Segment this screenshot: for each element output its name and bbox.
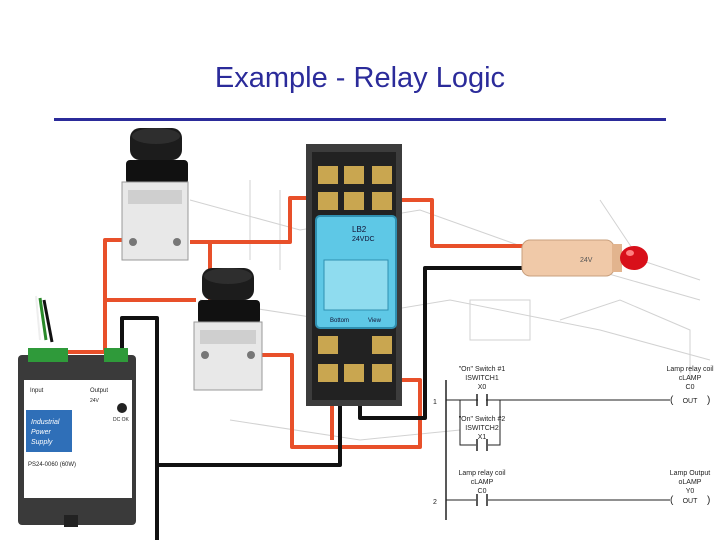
- lamp-bezel: [612, 244, 622, 272]
- push-button-collar: [198, 300, 260, 324]
- ladder-coil-symbol: OUT: [683, 398, 699, 405]
- push-button-cap-top: [204, 268, 252, 284]
- power-supply-dc-ok: DC OK: [113, 417, 130, 423]
- terminal-screw: [247, 351, 255, 359]
- ladder-element-tag: cLAMP: [471, 479, 494, 486]
- power-supply-output-voltage: 24V: [90, 398, 100, 404]
- power-supply-brand-line: Supply: [31, 439, 53, 446]
- ladder-element-tag: ISWITCH2: [465, 425, 499, 432]
- title-underline: [54, 118, 666, 121]
- lamp-lens-highlight: [626, 250, 634, 256]
- background-sketch: [189, 180, 711, 441]
- relay-terminal: [372, 192, 392, 210]
- relay-cover-window: [323, 259, 389, 311]
- power-supply-brand-line: Industrial: [31, 419, 60, 426]
- black-wire: [120, 316, 342, 467]
- ladder-diagram: 1 2 "On" Switch #1 ISWITCH1 X0 "On" Swit…: [433, 366, 714, 520]
- push-button-2: [193, 268, 263, 391]
- relay-terminal: [372, 336, 392, 354]
- push-button-label: [200, 330, 256, 344]
- relay-model: LB2: [352, 225, 367, 234]
- ladder-element-address: X0: [478, 384, 487, 391]
- relay: LB2 24VDC Bottom View: [306, 144, 402, 406]
- ladder-coil-close: ): [707, 395, 710, 406]
- ladder-coil-open: (: [670, 495, 674, 506]
- relay-terminal: [318, 364, 338, 382]
- ladder-element-tag: oLAMP: [679, 479, 702, 486]
- ladder-coil-symbol: OUT: [683, 498, 699, 505]
- ladder-element-tag: cLAMP: [679, 375, 702, 382]
- relay-terminal: [344, 166, 364, 184]
- power-supply-cable: [35, 295, 41, 341]
- power-supply-cable: [38, 297, 48, 341]
- red-wire: [210, 196, 318, 244]
- ladder-element-address: C0: [478, 488, 487, 495]
- push-button-collar: [126, 160, 188, 184]
- terminal-screw: [173, 238, 181, 246]
- ladder-coil-close: ): [707, 495, 710, 506]
- relay-side-bottom: Bottom: [330, 318, 349, 324]
- red-wire: [398, 198, 525, 248]
- ladder-element-address: X1: [478, 434, 487, 441]
- ladder-contact: "On" Switch #2 ISWITCH2 X1: [459, 416, 506, 451]
- ladder-rung-number: 2: [433, 499, 437, 506]
- ladder-element-name: Lamp relay coil: [458, 470, 506, 477]
- power-supply-brand-line: Power: [31, 429, 52, 436]
- ladder-element-name: "On" Switch #1: [459, 366, 506, 373]
- power-supply-bottom-clip: [64, 515, 78, 527]
- ladder-element-name: Lamp relay coil: [666, 366, 714, 373]
- ladder-coil-open: (: [670, 395, 674, 406]
- power-supply: Input Output 24V DC OK Industrial Power …: [18, 295, 136, 527]
- power-supply-model: PS24-0060 (60W): [28, 462, 76, 468]
- relay-terminal: [318, 192, 338, 210]
- black-wire: [358, 266, 525, 420]
- ladder-contact-gap: [476, 441, 488, 449]
- relay-terminal: [372, 364, 392, 382]
- ladder-element-tag: ISWITCH1: [465, 375, 499, 382]
- push-button-label: [128, 190, 182, 204]
- ladder-element-address: Y0: [686, 488, 695, 495]
- red-wire: [60, 238, 128, 354]
- relay-terminal: [318, 336, 338, 354]
- relay-terminal: [318, 166, 338, 184]
- ladder-rung-number: 1: [433, 399, 437, 406]
- power-supply-terminal-block: [28, 348, 68, 362]
- push-button-1: [121, 128, 189, 261]
- dc-ok-led: [117, 403, 127, 413]
- ladder-element-address: C0: [686, 384, 695, 391]
- indicator-lamp: 24V: [521, 239, 648, 277]
- ladder-coil-gap: [670, 394, 712, 406]
- relay-terminal: [372, 166, 392, 184]
- ladder-contact-gap: [478, 397, 486, 403]
- ladder-contact: Lamp relay coil cLAMP C0: [458, 470, 506, 506]
- terminal-screw: [129, 238, 137, 246]
- push-button-cap-top: [132, 128, 180, 144]
- ladder-element-name: Lamp Output: [670, 470, 711, 477]
- red-wire: [262, 353, 422, 449]
- power-supply-input-label: Input: [30, 388, 44, 394]
- ladder-contact-gap: [476, 496, 488, 504]
- ladder-element-name: "On" Switch #2: [459, 416, 506, 423]
- ladder-coil-gap: [670, 494, 712, 506]
- ladder-output-coil: Lamp relay coil cLAMP C0 ( OUT ): [666, 366, 714, 406]
- power-supply-brand-panel: [26, 410, 72, 452]
- lamp-lens: [620, 246, 648, 270]
- power-supply-output-label: Output: [90, 388, 108, 394]
- slide-title: Example - Relay Logic: [214, 62, 506, 94]
- ladder-contact: "On" Switch #1 ISWITCH1 X0: [459, 366, 506, 406]
- relay-terminal: [344, 364, 364, 382]
- lamp-marking: 24V: [580, 257, 593, 264]
- relay-terminal: [344, 192, 364, 210]
- lamp-body: [521, 239, 615, 277]
- terminal-screw: [201, 351, 209, 359]
- power-supply-terminal-block: [104, 348, 128, 362]
- relay-voltage: 24VDC: [352, 236, 375, 243]
- ladder-output-coil: Lamp Output oLAMP Y0 ( OUT ): [670, 470, 712, 506]
- relay-side-view: View: [368, 318, 382, 324]
- wire-group: [60, 196, 525, 540]
- power-supply-cable: [42, 299, 54, 343]
